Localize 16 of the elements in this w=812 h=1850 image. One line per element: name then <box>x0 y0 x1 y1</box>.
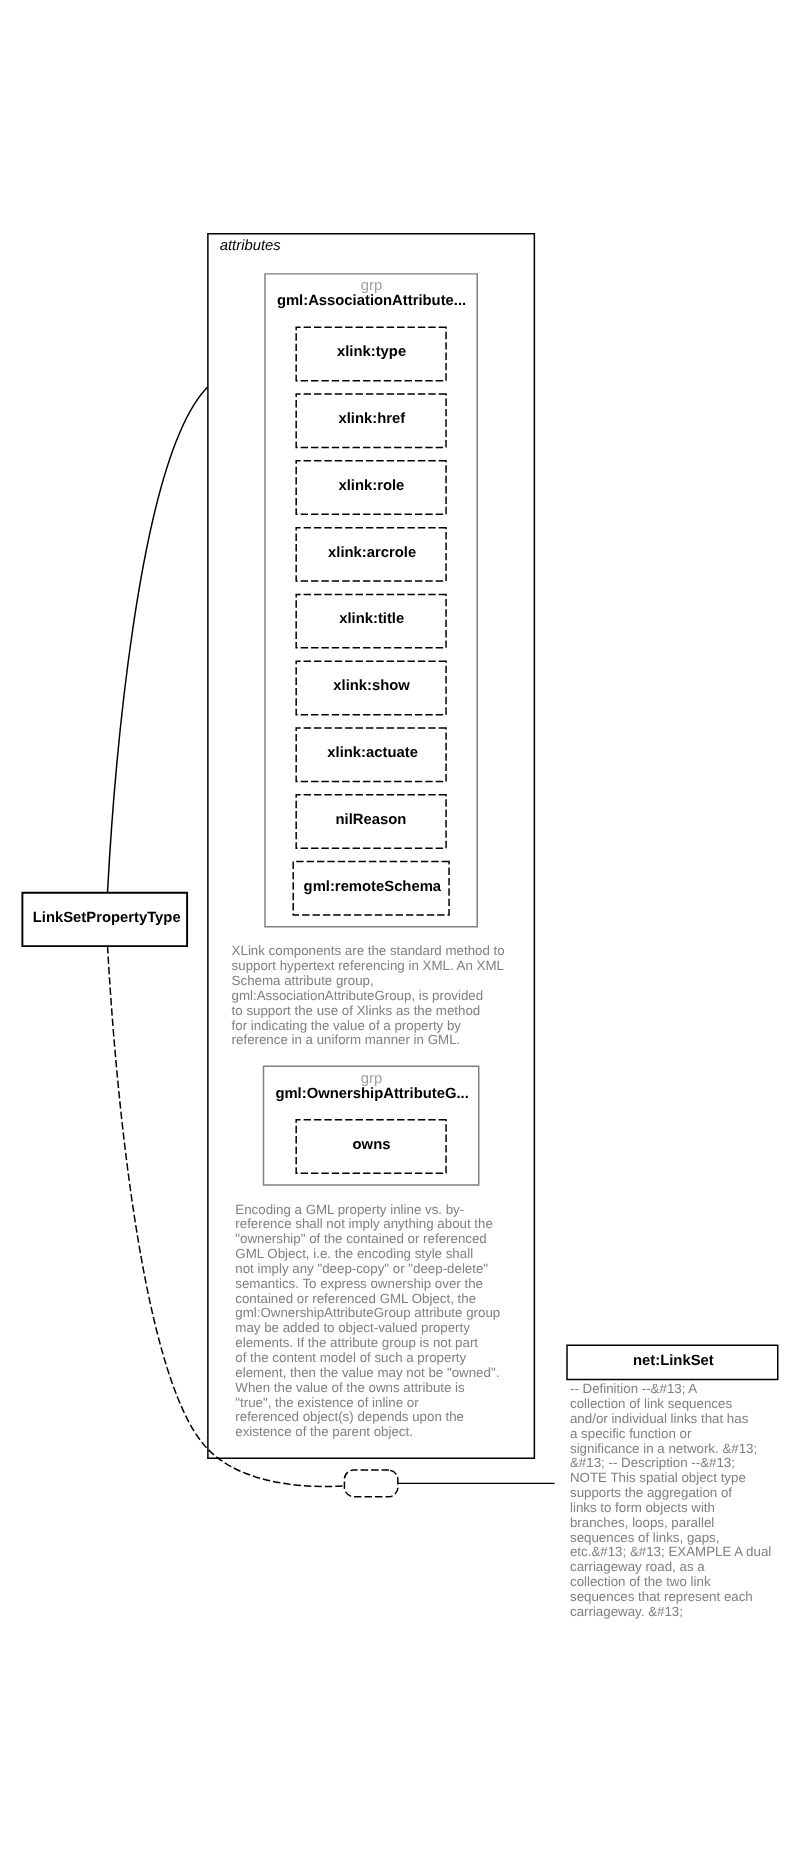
node-box: xlink:title <box>295 593 447 649</box>
node-box: xlink:href <box>295 393 447 449</box>
node-box: LinkSetPropertyType <box>21 891 189 948</box>
node-box: xlink:type <box>295 326 447 382</box>
node-box: xlink:arcrole <box>295 526 447 582</box>
node-box: xlink:show <box>295 660 447 716</box>
node-box: nilReason <box>295 794 447 849</box>
node-box: net:LinkSet <box>566 1344 779 1381</box>
node-box: xlink:actuate <box>295 727 447 783</box>
connector <box>397 1482 556 1485</box>
node-box <box>343 1469 399 1498</box>
connector <box>106 385 209 894</box>
connector <box>106 945 346 1488</box>
node-box: xlink:role <box>295 460 447 516</box>
node-box: owns <box>295 1119 447 1174</box>
node-box: gml:remoteSchema <box>292 860 450 916</box>
